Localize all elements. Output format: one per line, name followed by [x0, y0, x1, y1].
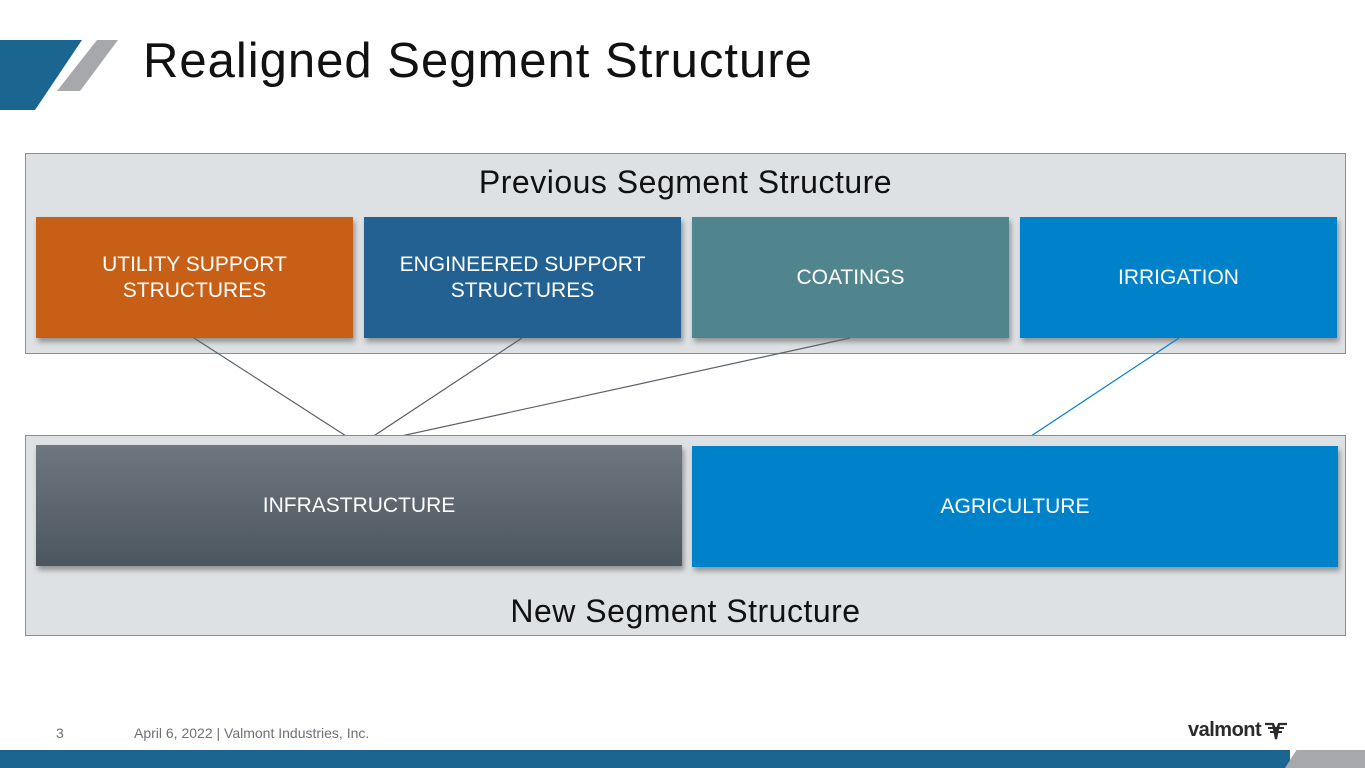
segment-coatings: COATINGS	[692, 217, 1009, 338]
segment-agriculture: AGRICULTURE	[692, 446, 1338, 567]
connector-coatings-to-infrastructure	[359, 337, 851, 446]
segment-label: COATINGS	[796, 265, 905, 289]
valmont-logo: valmont	[1188, 719, 1288, 742]
corner-blue-shape	[0, 40, 82, 110]
corner-decoration	[0, 40, 118, 110]
segment-irrigation: IRRIGATION	[1020, 217, 1337, 338]
footer-date-company: April 6, 2022 | Valmont Industries, Inc.	[134, 725, 370, 741]
connector-engineered-to-infrastructure	[359, 337, 523, 446]
footer-bar	[0, 750, 1365, 768]
segment-engineered-support-structures: ENGINEERED SUPPORT STRUCTURES	[364, 217, 681, 338]
corner-gray-shape	[57, 40, 118, 91]
segment-label: INFRASTRUCTURE	[262, 493, 456, 517]
valmont-v-mark-icon	[1265, 722, 1288, 739]
previous-structure-title: Previous Segment Structure	[478, 164, 893, 200]
segment-label: IRRIGATION	[1118, 265, 1239, 289]
segment-label-line1: ENGINEERED SUPPORT	[399, 252, 646, 276]
segment-label: AGRICULTURE	[940, 494, 1090, 518]
segment-utility-support-structures: UTILITY SUPPORT STRUCTURES	[36, 217, 353, 338]
logo-wordmark: valmont	[1188, 719, 1262, 741]
footer-bar-blue	[0, 750, 1290, 768]
page-number: 3	[56, 725, 64, 741]
connector-irrigation-to-agriculture	[1015, 337, 1180, 447]
footer-bar-gray-shape	[1285, 750, 1365, 768]
segment-infrastructure: INFRASTRUCTURE	[36, 445, 682, 566]
slide-title: Realigned Segment Structure	[143, 34, 813, 88]
new-structure-title: New Segment Structure	[510, 593, 861, 629]
connector-utility-to-infrastructure	[193, 337, 361, 446]
segment-label-line2: STRUCTURES	[450, 278, 595, 302]
segment-label-line1: UTILITY SUPPORT	[102, 252, 287, 276]
segment-label-line2: STRUCTURES	[122, 278, 267, 302]
